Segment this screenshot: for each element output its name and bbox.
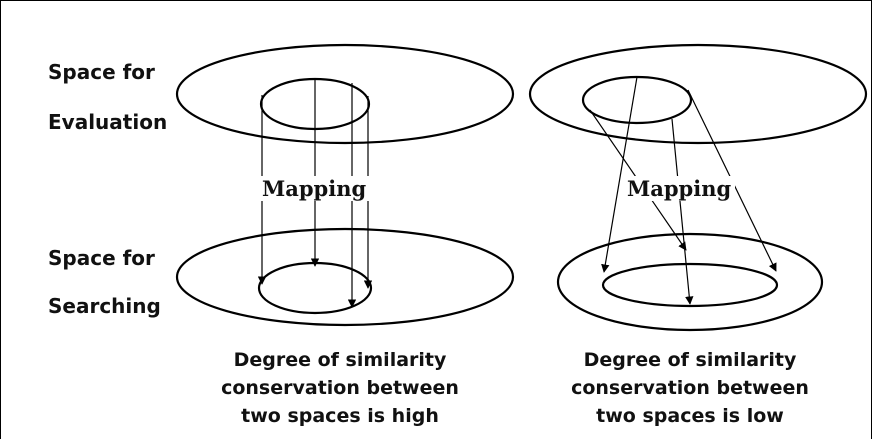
space-searching-label-line2: Searching bbox=[48, 294, 161, 318]
left-caption-line3: two spaces is high bbox=[241, 405, 439, 427]
right-mapping-arrow-2 bbox=[601, 76, 638, 273]
right-mapping-arrow-3 bbox=[671, 118, 694, 305]
right-evaluation-space-inner bbox=[581, 75, 693, 125]
right-caption-line3: two spaces is low bbox=[596, 405, 784, 427]
right-searching-space-inner bbox=[601, 262, 779, 308]
right-caption-line2: conservation between bbox=[571, 377, 809, 399]
left-evaluation-space-outer bbox=[175, 43, 515, 145]
left-searching-space-outer bbox=[175, 227, 515, 327]
right-caption-line1: Degree of similarity bbox=[583, 349, 797, 371]
right-searching-space-outer bbox=[556, 232, 824, 332]
right-mapping-label: Mapping bbox=[623, 176, 736, 201]
left-caption: Degree of similarity conservation betwee… bbox=[190, 346, 490, 430]
left-mapping-label: Mapping bbox=[258, 176, 371, 201]
space-searching-label-line1: Space for bbox=[48, 246, 155, 270]
left-caption-line1: Degree of similarity bbox=[233, 349, 447, 371]
right-evaluation-space-outer bbox=[528, 43, 868, 145]
left-caption-line2: conservation between bbox=[221, 377, 459, 399]
right-caption: Degree of similarity conservation betwee… bbox=[540, 346, 840, 430]
space-evaluation-label-line1: Space for bbox=[48, 60, 155, 84]
space-evaluation-label-line2: Evaluation bbox=[48, 110, 168, 134]
left-searching-space-inner bbox=[257, 261, 373, 315]
